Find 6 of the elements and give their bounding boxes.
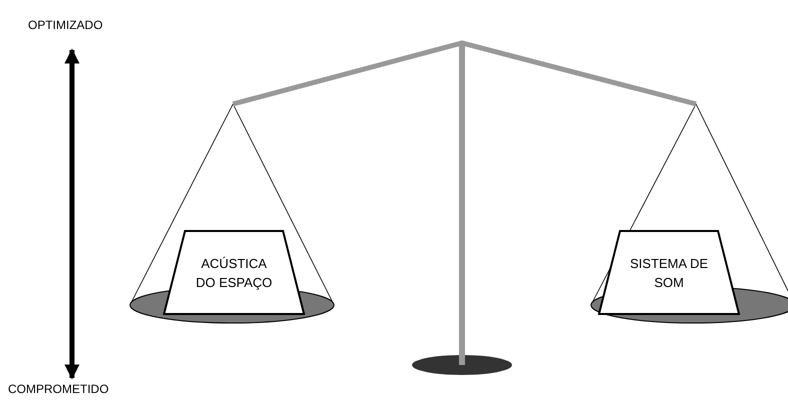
block-label: ACÚSTICA DO ESPAÇO	[194, 254, 274, 292]
weight-block	[163, 230, 305, 315]
weight-block	[598, 230, 740, 315]
scale-end-label: COMPROMETIDO	[8, 382, 109, 396]
block-label: SISTEMA DE SOM	[628, 254, 710, 292]
scale-end-label: OPTIMIZADO	[28, 18, 103, 32]
